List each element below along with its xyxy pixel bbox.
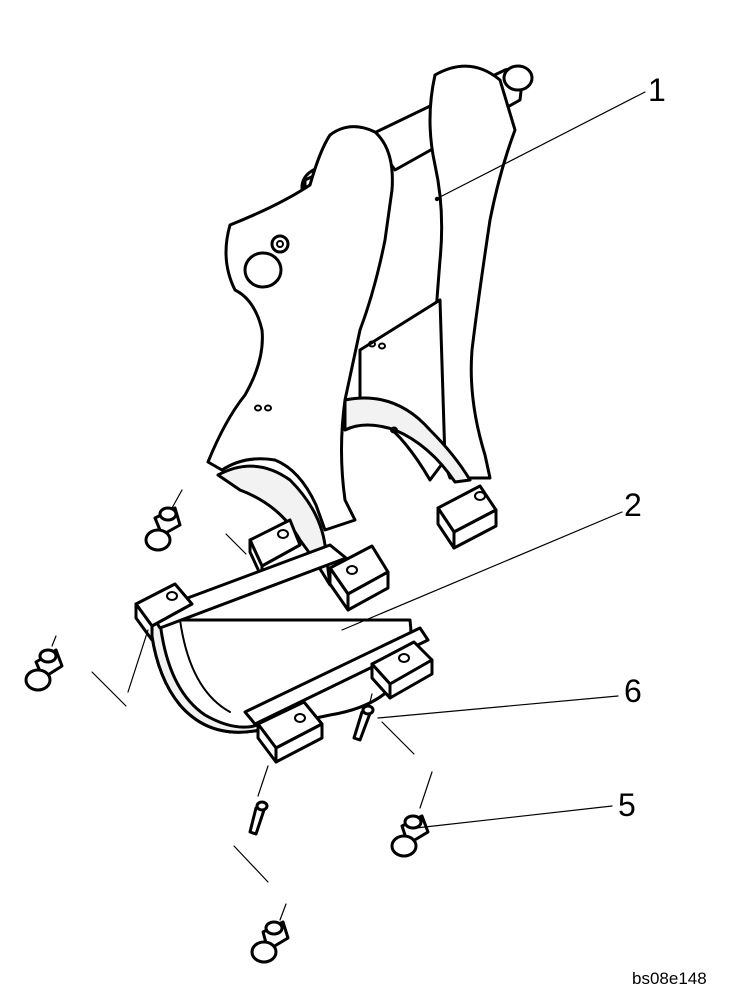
upper-mount-block-left [248, 518, 302, 580]
callout-label-2: 2 [624, 487, 642, 523]
swing-bracket-part-1 [206, 64, 534, 612]
bolt-right [390, 814, 430, 858]
figure-reference: bs08e148 [632, 969, 707, 988]
callout-label-6: 6 [624, 673, 642, 709]
bolt-top [144, 506, 182, 552]
dowel-pin-right [352, 704, 375, 742]
cap-top-flange [148, 543, 348, 630]
cap-block-bottom-right [370, 640, 434, 700]
bolt-left [24, 648, 64, 692]
callout-label-5: 5 [618, 787, 636, 823]
grease-nipple [243, 234, 290, 289]
bolt-bottom [250, 920, 290, 964]
cap-block-top-left [134, 582, 194, 642]
leader-lines [341, 91, 646, 829]
upper-mount-block-right [436, 484, 498, 550]
callout-label-1: 1 [648, 72, 666, 108]
cap-block-bottom-left [256, 700, 324, 764]
upper-mount-block-mid [328, 544, 390, 612]
dowel-pin-left [248, 800, 269, 836]
assembly-lines [51, 489, 433, 921]
front-side-plate [206, 125, 394, 532]
cap-bottom-flange [243, 626, 430, 726]
saddle-web-rear [343, 396, 472, 484]
bearing-cap-part-2 [134, 543, 434, 764]
